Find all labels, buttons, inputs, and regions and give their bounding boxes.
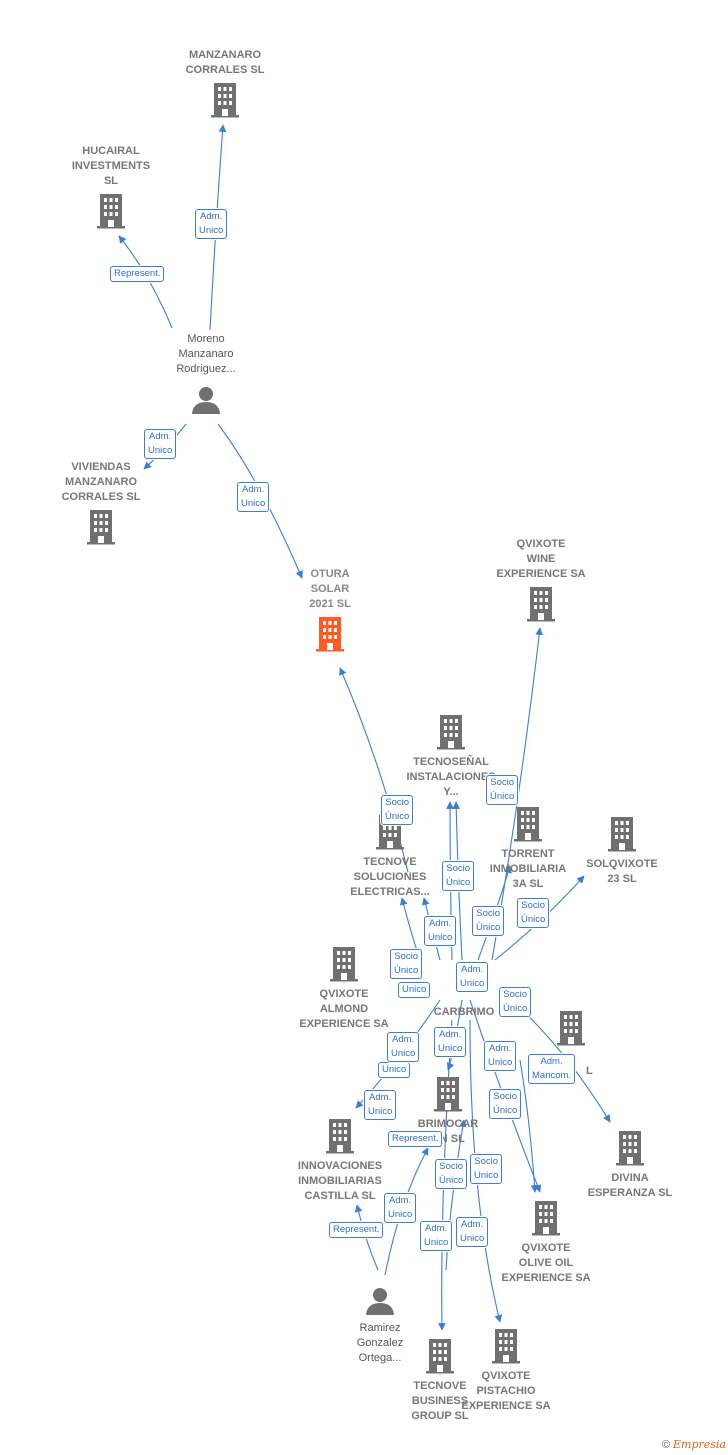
node-label: QVIXOTE PISTACHIO EXPERIENCE SA xyxy=(461,1370,551,1412)
building-icon xyxy=(514,807,542,842)
edge-label[interactable]: Socio Único xyxy=(486,775,519,805)
edge-label[interactable]: Socio Único xyxy=(472,906,505,936)
copyright-symbol: © xyxy=(661,1439,670,1451)
edge-label[interactable]: Socio Único xyxy=(517,898,550,928)
edge-label[interactable]: Adm. Unico xyxy=(144,429,177,459)
node-label: QVIXOTE WINE EXPERIENCE SA xyxy=(496,538,586,580)
company-node-carbrimo[interactable]: CARBRIMO xyxy=(424,1005,504,1020)
company-node-tecnosenal[interactable]: TECNOSEÑAL INSTALACIONES Y... xyxy=(398,714,504,800)
node-label: MANZANARO CORRALES SL xyxy=(185,49,265,76)
edge-label[interactable]: Socio Único xyxy=(390,949,423,979)
company-node-otura-focus[interactable]: OTURA SOLAR 2021 SL xyxy=(290,567,370,657)
node-label: DIVINA ESPERANZA SL xyxy=(587,1172,673,1199)
person-icon xyxy=(192,387,220,414)
company-node-olive[interactable]: QVIXOTE OLIVE OIL EXPERIENCE SA xyxy=(494,1200,598,1286)
company-node-tecnove-soluciones[interactable]: TECNOVE SOLUCIONES ELECTRICAS... xyxy=(340,814,440,900)
building-icon xyxy=(527,587,555,622)
edge-label[interactable]: Adm. Unico xyxy=(237,482,270,512)
node-label: TORRENT INMOBILIARIA 3A SL xyxy=(489,848,567,890)
building-icon xyxy=(557,1011,585,1046)
edge-label[interactable]: Socio Único xyxy=(489,1089,522,1119)
person-node-ramirez[interactable]: Ramirez Gonzalez Ortega... xyxy=(340,1286,420,1366)
edge-label[interactable]: Socio Unico xyxy=(470,1154,503,1184)
building-icon xyxy=(211,83,239,118)
edge-label[interactable]: Represent. xyxy=(329,1222,384,1238)
edge-label[interactable]: Adm. Unico xyxy=(456,1217,489,1247)
company-node-hucairal[interactable]: HUCAIRAL INVESTMENTS SL xyxy=(60,144,162,234)
person-icon xyxy=(366,1288,394,1315)
edge-label[interactable]: Adm. Unico xyxy=(384,1193,417,1223)
node-label: QVIXOTE OLIVE OIL EXPERIENCE SA xyxy=(501,1242,591,1284)
building-icon xyxy=(97,194,125,229)
edge-label[interactable]: Socio Único xyxy=(435,1159,468,1189)
company-node-almond[interactable]: QVIXOTE ALMOND EXPERIENCE SA xyxy=(292,946,396,1032)
brand-logo-text: Empresia xyxy=(673,1438,726,1451)
building-icon xyxy=(437,715,465,750)
edge-label[interactable]: Represent. xyxy=(388,1131,443,1147)
edge-label[interactable]: Adm. Unico xyxy=(387,1032,420,1062)
edge-label[interactable]: Socio Único xyxy=(442,861,475,891)
company-node-tecnove-business[interactable]: TECNOVE BUSINESS GROUP SL xyxy=(400,1338,480,1424)
node-label: CARBRIMO xyxy=(433,1006,495,1018)
node-label: TECNOVE BUSINESS GROUP SL xyxy=(411,1380,469,1422)
edge-label[interactable]: Adm. Unico xyxy=(434,1027,467,1057)
edge-label[interactable]: Represent. xyxy=(110,266,165,282)
company-node-unnamed-sl[interactable]: L xyxy=(546,1010,596,1077)
building-icon xyxy=(316,617,344,652)
building-icon xyxy=(532,1201,560,1236)
node-label: TECNOSEÑAL INSTALACIONES Y... xyxy=(406,756,496,798)
person-node-moreno[interactable]: Moreno Manzanaro Rodriguez... xyxy=(156,332,256,420)
node-label: OTURA SOLAR 2021 SL xyxy=(309,568,351,610)
edge-label[interactable]: Socio Único xyxy=(499,987,532,1017)
edge-label[interactable]: Socio Único xyxy=(381,795,414,825)
node-label: INNOVACIONES INMOBILIARIAS CASTILLA SL xyxy=(297,1160,383,1202)
company-node-viviendas[interactable]: VIVIENDAS MANZANARO CORRALES SL xyxy=(50,460,152,550)
building-icon xyxy=(326,1119,354,1154)
building-icon xyxy=(616,1131,644,1166)
building-icon xyxy=(492,1329,520,1364)
edge-label[interactable]: Adm. Unico xyxy=(364,1090,397,1120)
edge-label[interactable]: Adm. Unico xyxy=(456,962,489,992)
company-node-manzanaro[interactable]: MANZANARO CORRALES SL xyxy=(174,48,276,123)
edge-label[interactable]: Unico xyxy=(378,1062,411,1078)
edge-label[interactable]: Adm. Unico xyxy=(420,1221,453,1251)
building-icon xyxy=(426,1339,454,1374)
edge-label[interactable]: Adm. Unico xyxy=(484,1041,517,1071)
company-node-innovaciones[interactable]: INNOVACIONES INMOBILIARIAS CASTILLA SL xyxy=(286,1118,394,1204)
edge-label[interactable]: Adm. Unico xyxy=(424,916,457,946)
node-label: Moreno Manzanaro Rodriguez... xyxy=(176,333,236,375)
company-node-pistachio[interactable]: QVIXOTE PISTACHIO EXPERIENCE SA xyxy=(454,1328,558,1414)
building-icon xyxy=(330,947,358,982)
node-label: TECNOVE SOLUCIONES ELECTRICAS... xyxy=(350,856,430,898)
edge-label[interactable]: Unico xyxy=(398,982,431,998)
node-label: VIVIENDAS MANZANARO CORRALES SL xyxy=(61,461,141,503)
edge-label[interactable]: Adm. Unico xyxy=(195,209,228,239)
company-node-wine[interactable]: QVIXOTE WINE EXPERIENCE SA xyxy=(488,537,594,627)
company-node-brimocar[interactable]: BRIMOCAR ON SL xyxy=(404,1076,492,1147)
company-node-torrent[interactable]: TORRENT INMOBILIARIA 3A SL xyxy=(478,806,578,892)
node-label: Ramirez Gonzalez Ortega... xyxy=(356,1322,404,1364)
node-label: HUCAIRAL INVESTMENTS SL xyxy=(71,145,151,187)
node-label: SOLQVIXOTE 23 SL xyxy=(586,858,658,885)
building-icon xyxy=(87,510,115,545)
node-label: L xyxy=(586,1065,593,1077)
building-icon xyxy=(608,817,636,852)
brand-footer[interactable]: ©Empresia xyxy=(662,1438,726,1451)
node-label: QVIXOTE ALMOND EXPERIENCE SA xyxy=(299,988,389,1030)
company-node-divina[interactable]: DIVINA ESPERANZA SL xyxy=(580,1130,680,1201)
building-icon xyxy=(434,1077,462,1112)
edge-label[interactable]: Adm. Mancom. xyxy=(528,1054,576,1084)
company-node-solqvixote[interactable]: SOLQVIXOTE 23 SL xyxy=(572,816,672,887)
